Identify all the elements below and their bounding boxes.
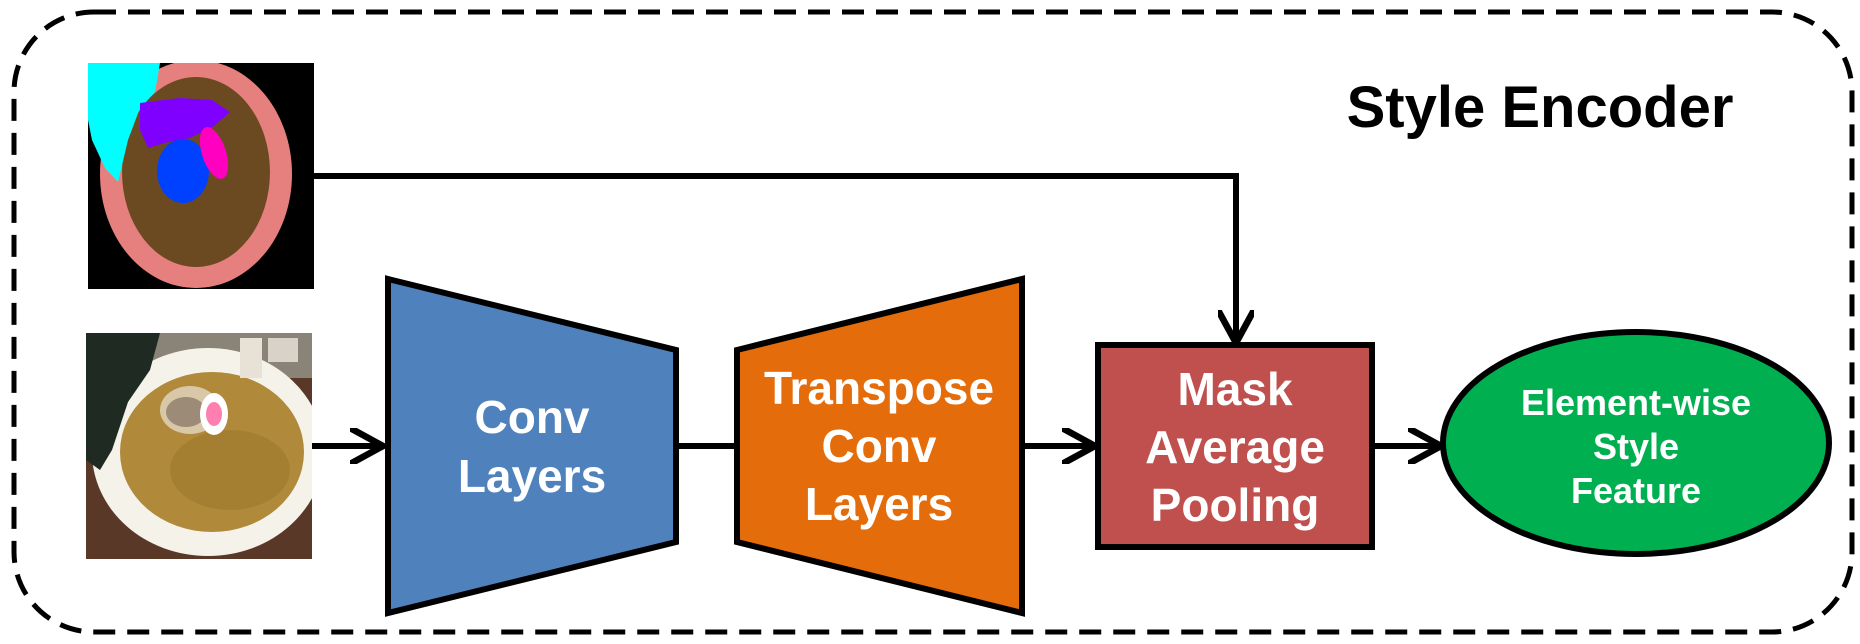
conv-layers-block: Conv Layers <box>385 275 679 617</box>
ramen-photo-image <box>86 333 312 559</box>
transpose-conv-layers-block: Transpose Conv Layers <box>734 275 1025 617</box>
conv-label-line-2: Layers <box>458 450 606 502</box>
transpose-label-line-2: Conv <box>822 420 937 472</box>
feature-label-line-2: Style <box>1593 426 1679 467</box>
pooling-label-line-2: Average <box>1145 421 1325 473</box>
conv-label-line-1: Conv <box>475 391 590 443</box>
element-wise-style-feature-block: Element-wise Style Feature <box>1440 329 1832 557</box>
segmentation-mask-image <box>88 63 314 289</box>
pooling-label-line-1: Mask <box>1177 363 1292 415</box>
transpose-label-line-1: Transpose <box>764 362 994 414</box>
encoder-container <box>11 9 1855 635</box>
pooling-label-line-3: Pooling <box>1151 479 1320 531</box>
transpose-label-line-3: Layers <box>805 478 953 530</box>
feature-label-line-1: Element-wise <box>1521 382 1751 423</box>
mask-to-pooling-arrow <box>314 173 1236 340</box>
diagram-title: Style Encoder <box>1347 75 1734 140</box>
feature-label-line-3: Feature <box>1571 470 1701 511</box>
mask-average-pooling-block: Mask Average Pooling <box>1095 342 1375 550</box>
